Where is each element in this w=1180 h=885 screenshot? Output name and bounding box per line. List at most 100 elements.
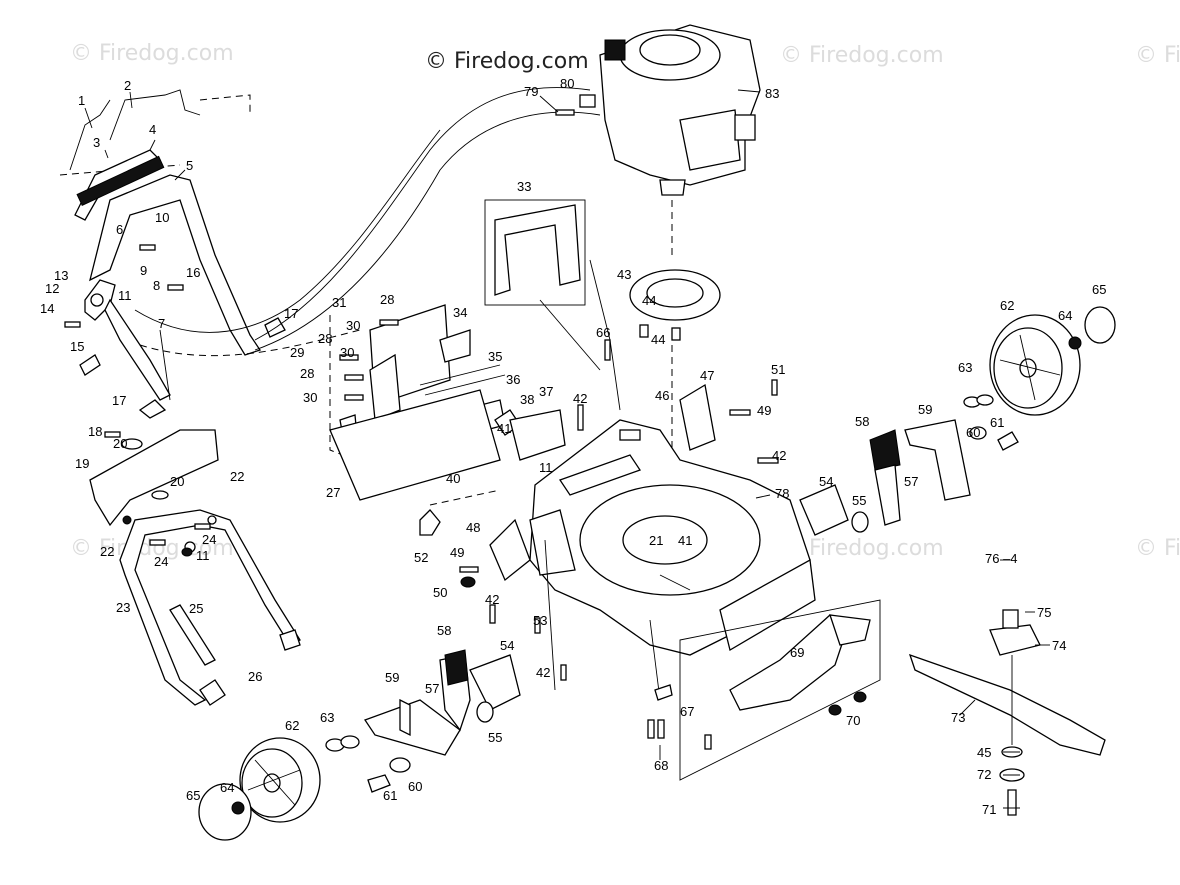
callout-label: 14 <box>40 301 54 316</box>
callout-label: 30 <box>303 390 317 405</box>
callout-label: 54 <box>500 638 514 653</box>
callout-label: 55 <box>852 493 866 508</box>
watermark: © Firedog.com <box>70 41 234 66</box>
callout-label: 42 <box>536 665 550 680</box>
bracket-47 <box>419 383 716 582</box>
callout-label: 66 <box>596 325 610 340</box>
callout-label: 70 <box>846 713 860 728</box>
watermark: © Firedog.com <box>780 43 944 68</box>
right-wheel-assembly <box>799 306 1116 536</box>
callout-label: 72 <box>977 767 991 782</box>
left-wheel-assembly <box>198 649 521 841</box>
callout-label: 11 <box>118 288 132 303</box>
callout-label: 22 <box>230 469 244 484</box>
callout-label: 58 <box>855 414 869 429</box>
callout-label: 20 <box>113 436 127 451</box>
callout-label: 67 <box>680 704 694 719</box>
callout-label: 34 <box>453 305 467 320</box>
callout-label: 57 <box>425 681 439 696</box>
leader-lines <box>84 89 1050 809</box>
callout-label: 21 <box>649 533 663 548</box>
callout-label: 6 <box>116 222 123 237</box>
callout-label: 28 <box>318 331 332 346</box>
callout-label: 23 <box>116 600 130 615</box>
callout-label: 24 <box>202 532 216 547</box>
callout-label: 36 <box>506 372 520 387</box>
callout-label: 30 <box>340 345 354 360</box>
callout-label: 50 <box>433 585 447 600</box>
callout-label: 48 <box>466 520 480 535</box>
callout-label: 38 <box>520 392 534 407</box>
callout-label: 9 <box>140 263 147 278</box>
callout-label: 19 <box>75 456 89 471</box>
callout-label: 49 <box>450 545 464 560</box>
callout-label: 4 <box>149 122 156 137</box>
callout-label: 68 <box>654 758 668 773</box>
callout-label: 35 <box>488 349 502 364</box>
callout-label: 79 <box>524 84 538 99</box>
callout-label: 2 <box>124 78 131 93</box>
callout-label: 52 <box>414 550 428 565</box>
callout-label: 65 <box>186 788 200 803</box>
baffle-69 <box>647 599 881 781</box>
callout-label: 12 <box>45 281 59 296</box>
callout-label: 10 <box>155 210 169 225</box>
callout-label: 8 <box>153 278 160 293</box>
callout-label: 69 <box>790 645 804 660</box>
callout-label: 80 <box>560 76 574 91</box>
callout-label: 27 <box>326 485 340 500</box>
watermark: © Firedog.com <box>425 49 589 74</box>
callout-label: 24 <box>154 554 168 569</box>
callout-label: 46 <box>655 388 669 403</box>
callout-label: 60 <box>966 425 980 440</box>
control-cables <box>134 87 601 357</box>
callout-label: 47 <box>700 368 714 383</box>
callout-label: 30 <box>346 318 360 333</box>
callout-label: 59 <box>918 402 932 417</box>
callout-label: 28 <box>300 366 314 381</box>
callout-label: 58 <box>437 623 451 638</box>
callout-label: 63 <box>320 710 334 725</box>
callout-labels: 1 2 3 4 5 6 7 8 9 10 11 12 13 14 15 16 1… <box>40 76 1106 817</box>
callout-label: 17 <box>284 306 298 321</box>
callout-label: 73 <box>951 710 965 725</box>
callout-label: 83 <box>765 86 779 101</box>
callout-label: 55 <box>488 730 502 745</box>
callout-label: 11 <box>196 548 210 563</box>
callout-label: 75 <box>1037 605 1051 620</box>
pulley-43 <box>629 269 721 470</box>
callout-label: 78 <box>775 486 789 501</box>
callout-label: 29 <box>290 345 304 360</box>
callout-label: 43 <box>617 267 631 282</box>
mower-deck-78 <box>529 419 816 701</box>
callout-label: 57 <box>904 474 918 489</box>
callout-label: 61 <box>383 788 397 803</box>
blade-assembly <box>908 609 1106 816</box>
callout-label: 45 <box>977 745 991 760</box>
callout-label: 60 <box>408 779 422 794</box>
control-panel-parts <box>329 304 566 506</box>
callout-label: 64 <box>1058 308 1072 323</box>
callout-label: 42 <box>485 592 499 607</box>
callout-label: 25 <box>189 601 203 616</box>
callout-label: 61 <box>990 415 1004 430</box>
callout-label: 74 <box>1052 638 1066 653</box>
callout-label: 42 <box>573 391 587 406</box>
callout-label: 1 <box>78 93 85 108</box>
callout-label: 17 <box>112 393 126 408</box>
callout-label: 31 <box>332 295 346 310</box>
callout-label: 59 <box>385 670 399 685</box>
callout-label: 41 <box>678 533 692 548</box>
watermark: © Fi <box>1135 536 1180 561</box>
upper-handle-assembly <box>59 89 286 419</box>
assembly-label: 76 –4 <box>985 551 1018 566</box>
callout-label: 16 <box>186 265 200 280</box>
callout-label: 63 <box>958 360 972 375</box>
callout-label: 22 <box>100 544 114 559</box>
callout-label: 51 <box>771 362 785 377</box>
callout-label: 15 <box>70 339 84 354</box>
callout-label: 33 <box>517 179 531 194</box>
callout-label: 41 <box>497 421 511 436</box>
callout-label: 28 <box>380 292 394 307</box>
callout-label: 49 <box>757 403 771 418</box>
